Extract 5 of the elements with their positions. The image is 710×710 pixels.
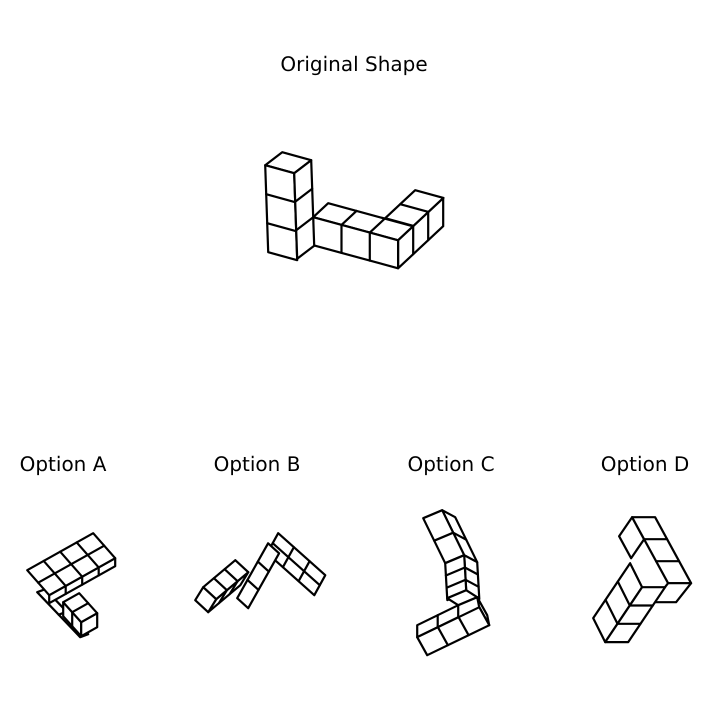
figure-heading: Original Shape	[280, 52, 428, 76]
option-label: Option D	[600, 452, 690, 476]
option-label: Option C	[407, 452, 495, 476]
option-label: Option B	[214, 452, 300, 476]
option-label: Option A	[20, 452, 106, 476]
